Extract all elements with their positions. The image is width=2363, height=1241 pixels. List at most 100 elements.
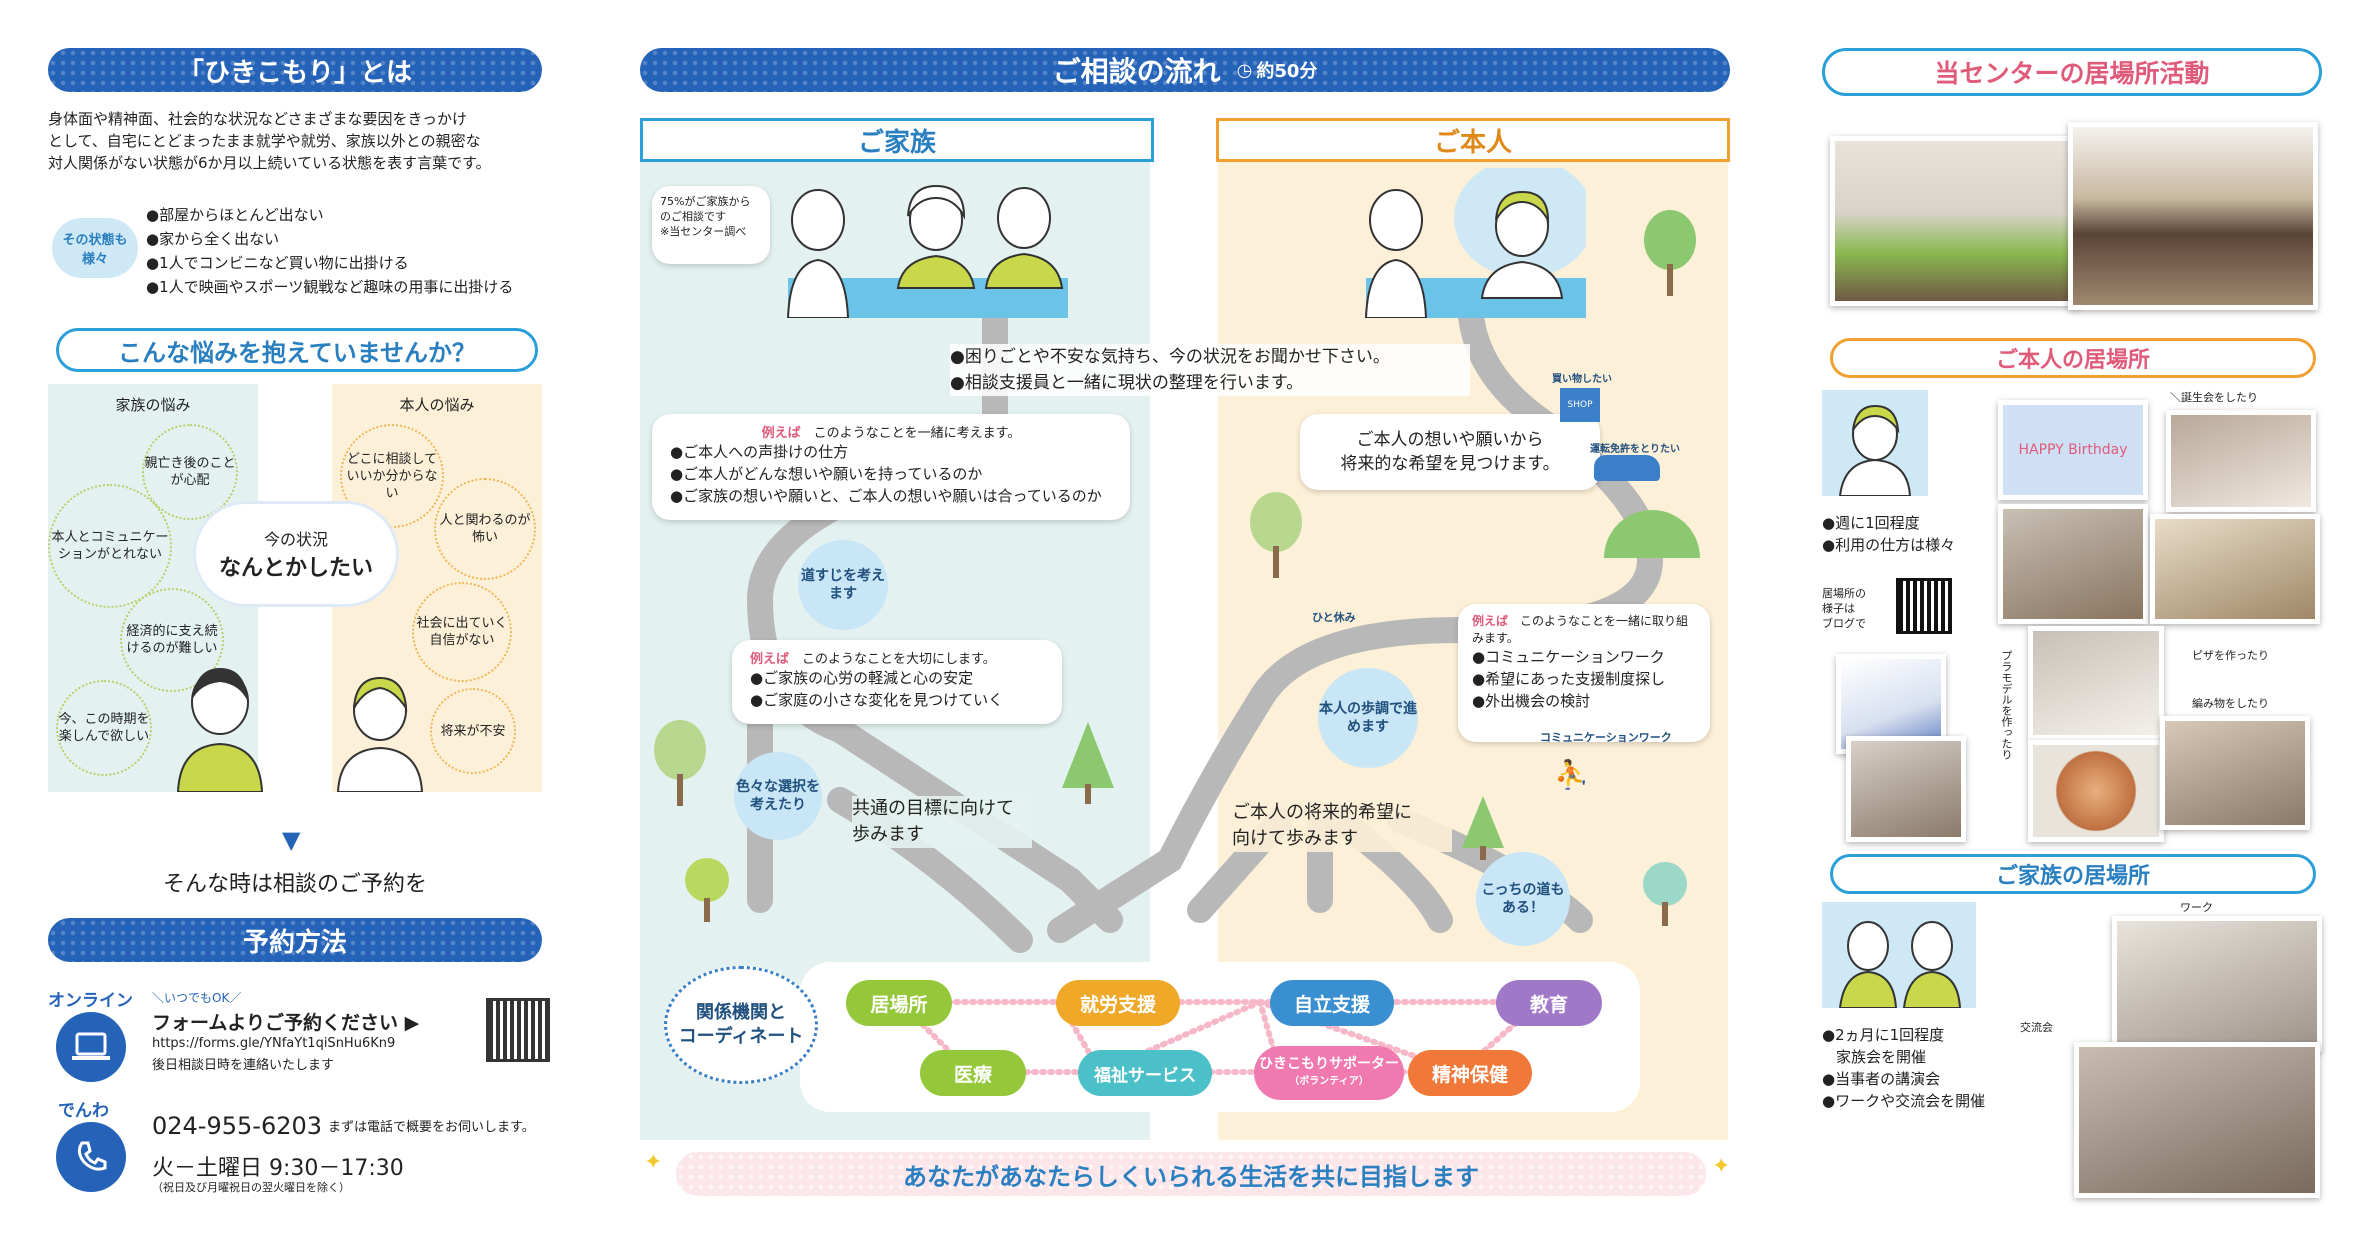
laptop-icon (56, 1012, 126, 1082)
tree-icon (1640, 208, 1700, 302)
online-sub: 後日相談日時を連絡いたします (152, 1058, 335, 1073)
self-worry-4: 将来が不安 (430, 688, 516, 774)
self-place-title: ご本人の居場所 (1830, 338, 2316, 378)
rest-label: ひと休み (1312, 611, 1356, 624)
reserve-title: 予約方法 (48, 918, 542, 962)
node-education: 教育 (1496, 980, 1602, 1026)
choice-circle: 色々な選択を考えたり (734, 752, 822, 840)
worried-mother-illustration (170, 660, 270, 796)
intro-text: ●困りごとや不安な気持ち、今の状況をお聞かせ下さい。 ●相談支援員と一緒に現状の… (950, 344, 1470, 396)
family-place-points: ●2ヵ月に1回程度 家族会を開催 ●当事者の講演会 ●ワークや交流会を開催 (1822, 1026, 1986, 1110)
self-worry-1: どこに相談していいか分からない (340, 424, 444, 528)
sparkle-icon: ✦ (644, 1150, 663, 1175)
online-label: オンライン (48, 991, 133, 1011)
down-arrow: ▼ (282, 826, 301, 854)
node-welfare: 福祉サービス (1078, 1050, 1212, 1096)
qr-code-form[interactable] (486, 998, 550, 1062)
knit-photo (2160, 716, 2310, 830)
cake-photo-1 (2166, 410, 2316, 512)
family-place-title: ご家族の居場所 (1830, 854, 2316, 894)
family-header: ご家族 (640, 118, 1154, 162)
pizza-caption: ピザを作ったり (2192, 649, 2269, 662)
tree-icon (1458, 792, 1508, 866)
self-goal: ご本人の将来的希望に 向けて歩みます (1232, 800, 1452, 852)
self-worry-2: 人と関わるのが怖い (434, 478, 536, 580)
self-worries-title: 本人の悩み (399, 396, 475, 414)
phone-note: まずは電話で概要をお伺いします。 (328, 1120, 535, 1135)
plamo-photo-2 (1846, 736, 1966, 842)
online-note: ＼いつでもOK／ (152, 991, 242, 1005)
family-worry-4: 今、この時期を楽しんで欲しい (56, 680, 152, 776)
node-medical: 医療 (920, 1050, 1026, 1096)
self-worry-3: 社会に出ていく自信がない (412, 582, 512, 682)
phone-number[interactable]: 024-955-6203 (152, 1112, 323, 1140)
qr-code-blog[interactable] (1896, 578, 1952, 634)
node-supporter: ひきこもりサポーター （ボランティア） (1254, 1046, 1404, 1100)
tree-icon (1640, 858, 1690, 932)
exchange-caption: 交流会 (2020, 1021, 2053, 1034)
phone-hours: 火－土曜日 9:30－17:30 (152, 1156, 404, 1181)
state-badge: その状態も様々 (52, 218, 138, 278)
node-ibasho: 居場所 (846, 980, 952, 1026)
phone-label: でんわ (58, 1101, 109, 1121)
online-form-link[interactable]: フォームよりご予約ください ▶ (152, 1012, 420, 1034)
pace-circle: 本人の歩調で進めます (1318, 668, 1418, 768)
family-goal: 共通の目標に向けて 歩みます (852, 796, 1032, 848)
party-photo (1998, 504, 2148, 624)
exchange-photo (2074, 1042, 2320, 1198)
comm-work-icon: ⛹ (1554, 758, 1589, 791)
phone-icon (56, 1122, 126, 1192)
cake-photo-2 (2150, 514, 2320, 624)
other-road-circle: こっちの道もある！ (1476, 852, 1570, 946)
sparkle-icon: ✦ (1712, 1154, 1731, 1179)
worried-son-illustration (330, 668, 430, 796)
pizza-photo-2 (2028, 740, 2164, 842)
phone-holiday: （祝日及び月曜祝日の翌火曜日を除く） (152, 1181, 350, 1194)
family-example-box-1: 例えば このようなことを一緒に考えます。 ●ご本人への声掛けの仕方 ●ご本人がど… (652, 414, 1130, 520)
path-circle: 道すじを考えます (798, 540, 888, 630)
tree-icon (650, 718, 710, 812)
self-counseling-illustration (1346, 158, 1594, 322)
node-mental-health: 精神保健 (1408, 1050, 1532, 1096)
family-worries-title: 家族の悩み (115, 396, 191, 414)
family-place-illustration (1822, 902, 1976, 1009)
self-example-box: 例えば このようなことを一緒に取り組みます。 ●コミュニケーションワーク ●希望… (1458, 604, 1710, 742)
tree-icon (1058, 718, 1118, 812)
birthday-caption: ＼誕生会をしたり (2170, 391, 2258, 404)
family-speech-bubble: 75%がご家族から のご相談です ※当センター調べ (652, 186, 770, 264)
worries-title: こんな悩みを抱えていませんか？ (56, 328, 538, 372)
self-place-illustration (1822, 390, 1928, 497)
center-bubble-line2: なんとかしたい (218, 556, 373, 581)
lounge-photo-1 (1830, 136, 2082, 306)
consult-prompt: そんな時は相談のご予約を (162, 872, 427, 897)
activity-title: 当センターの居場所活動 (1822, 48, 2322, 96)
node-employment: 就労支援 (1056, 980, 1180, 1026)
flow-duration: 約50分 (1256, 61, 1318, 82)
knit-caption: 編み物をしたり (2192, 697, 2269, 710)
plamo-caption: プラモデルを作ったり (2000, 650, 2013, 760)
flow-title: ご相談の流れ (1052, 55, 1221, 88)
family-counseling-illustration (768, 168, 1078, 322)
bottom-banner: あなたがあなたらしくいられる生活を共に目指します (676, 1152, 1706, 1196)
self-wish-box: ご本人の想いや願いから 将来的な希望を見つけます。 (1300, 414, 1600, 490)
work-photo (2112, 916, 2322, 1052)
family-example-box-2: 例えば このようなことを大切にします。 ●ご家族の心労の軽減と心の安定 ●ご家庭… (732, 640, 1062, 724)
flow-title-banner: ご相談の流れ ◷ 約50分 (640, 48, 1730, 92)
online-url[interactable]: https://forms.gle/YNfaYt1qiSnHu6Kn9 (152, 1036, 396, 1051)
qr-caption: 居場所の 様子は ブログで (1822, 587, 1866, 630)
family-worry-1: 親亡き後のことが心配 (142, 424, 238, 520)
birthday-photo: HAPPY Birthday (1998, 400, 2148, 500)
coordination-badge: 関係機関と コーディネート (664, 966, 818, 1084)
tree-icon (682, 854, 732, 928)
node-independence: 自立支援 (1270, 980, 1394, 1026)
car-icon: 運転免許をとりたい (1590, 440, 1690, 488)
family-worry-2: 本人とコミュニケーションがとれない (48, 484, 172, 608)
state-list: ●部屋からほとんど出ない ●家から全く出ない ●1人でコンビニなど買い物に出掛け… (146, 206, 514, 296)
family-worry-3: 経済的に支え続けるのが難しい (120, 588, 224, 692)
pizza-photo-1 (2028, 626, 2164, 740)
what-is-title: 「ひきこもり」とは (48, 48, 542, 92)
self-header: ご本人 (1216, 118, 1730, 162)
work-caption: ワーク (2180, 901, 2213, 914)
comm-work-label: コミュニケーションワーク (1540, 731, 1672, 744)
center-bubble: 今の状況 なんとかしたい (196, 504, 396, 604)
